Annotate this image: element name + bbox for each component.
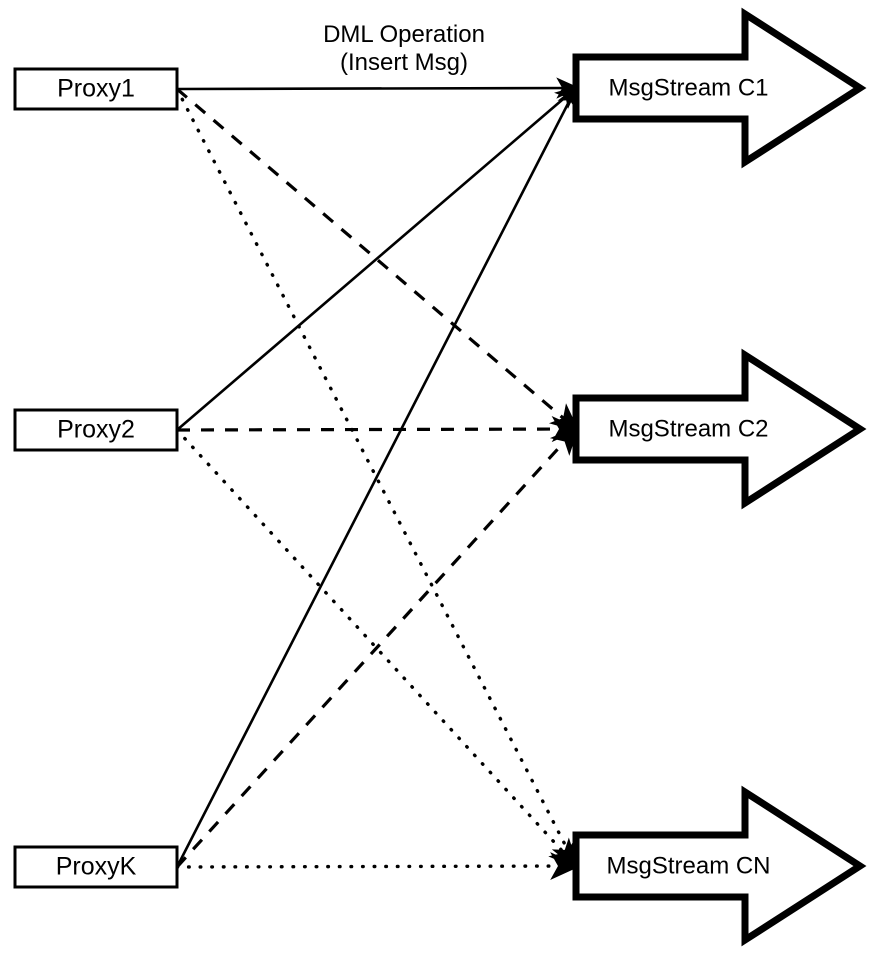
msgstream-node-c1[interactable]: MsgStream C1 [572, 7, 867, 169]
msgstream-arrow-shape [572, 7, 867, 169]
proxy-label: ProxyK [56, 853, 137, 881]
edge-line-dotted [175, 852, 581, 881]
edge-caption-line2: (Insert Msg) [340, 49, 468, 76]
edge-proxy1-to-c1 [176, 77, 580, 99]
edge-proxy2-to-c2 [176, 415, 581, 443]
proxy-box-rect [13, 845, 179, 889]
msgstream-node-c2[interactable]: MsgStream C2 [572, 348, 867, 510]
edge-proxy1-to-c2 [175, 87, 580, 432]
edge-caption: DML Operation (Insert Msg) [323, 21, 485, 76]
msgstream-label: MsgStream C2 [608, 415, 768, 442]
msgstream-label: MsgStream CN [606, 852, 770, 879]
edge-proxy2-to-c1 [176, 85, 579, 431]
proxy-node-proxy1[interactable]: Proxy1 [13, 67, 179, 111]
edge-line-solid [176, 77, 580, 99]
msgstream-node-cn[interactable]: MsgStream CN [572, 785, 867, 947]
edge-line-solid [176, 85, 579, 431]
msgstream-arrow-shape [572, 785, 867, 947]
proxy-box-rect [13, 67, 179, 111]
proxy-node-proxyK[interactable]: ProxyK [13, 845, 179, 889]
proxy-box-rect [13, 408, 179, 452]
proxy-label: Proxy2 [57, 416, 135, 444]
edges-layer [175, 77, 581, 881]
edge-line-solid [175, 84, 578, 868]
edge-proxyK-to-c2 [175, 425, 580, 869]
edge-line-dashed [175, 425, 580, 869]
proxy-node-proxy2[interactable]: Proxy2 [13, 408, 179, 452]
edge-proxyK-to-cn [175, 852, 581, 881]
streams-layer: MsgStream C1 MsgStream C2 MsgStream CN [572, 7, 867, 947]
edge-line-dashed [175, 87, 580, 432]
msgstream-arrow-shape [572, 348, 867, 510]
edge-proxyK-to-c1 [175, 84, 578, 868]
proxy-label: Proxy1 [57, 75, 135, 103]
edge-line-dashed [176, 415, 581, 443]
msgstream-label: MsgStream C1 [608, 74, 768, 101]
edge-caption-line1: DML Operation [323, 21, 485, 48]
